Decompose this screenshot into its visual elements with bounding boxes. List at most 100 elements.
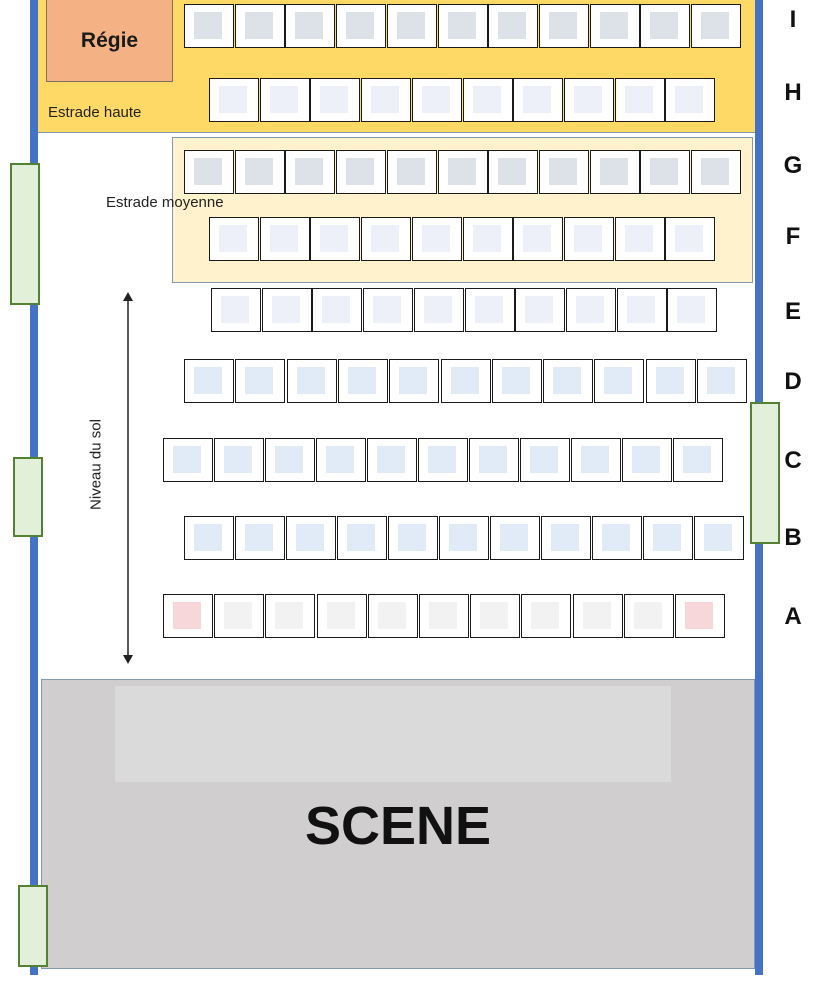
seat-b-2[interactable] xyxy=(235,516,285,560)
seat-b-7[interactable] xyxy=(490,516,540,560)
seat-d-7[interactable] xyxy=(492,359,542,403)
seat-g-4[interactable] xyxy=(336,150,386,194)
seat-a-9[interactable] xyxy=(573,594,623,638)
seat-a-5[interactable] xyxy=(368,594,418,638)
seat-i-10[interactable] xyxy=(640,4,690,48)
seat-i-4[interactable] xyxy=(336,4,386,48)
seat-e-1[interactable] xyxy=(211,288,261,332)
seat-c-11[interactable] xyxy=(673,438,723,482)
seat-b-6[interactable] xyxy=(439,516,489,560)
seat-f-6[interactable] xyxy=(463,217,513,261)
seat-d-2[interactable] xyxy=(235,359,285,403)
seat-cushion xyxy=(371,225,399,252)
seat-c-4[interactable] xyxy=(316,438,366,482)
seat-g-5[interactable] xyxy=(387,150,437,194)
seat-d-10[interactable] xyxy=(646,359,696,403)
seat-d-9[interactable] xyxy=(594,359,644,403)
seat-e-10[interactable] xyxy=(667,288,717,332)
seat-g-3[interactable] xyxy=(285,150,335,194)
seat-h-7[interactable] xyxy=(513,78,563,122)
seat-a-7[interactable] xyxy=(470,594,520,638)
seat-a-2[interactable] xyxy=(214,594,264,638)
seat-f-4[interactable] xyxy=(361,217,411,261)
seat-a-8[interactable] xyxy=(521,594,571,638)
seat-d-5[interactable] xyxy=(389,359,439,403)
seat-d-3[interactable] xyxy=(287,359,337,403)
seat-f-5[interactable] xyxy=(412,217,462,261)
seat-e-9[interactable] xyxy=(617,288,667,332)
seat-b-8[interactable] xyxy=(541,516,591,560)
seat-h-2[interactable] xyxy=(260,78,310,122)
seat-f-10[interactable] xyxy=(665,217,715,261)
seat-h-4[interactable] xyxy=(361,78,411,122)
seat-h-10[interactable] xyxy=(665,78,715,122)
seat-i-5[interactable] xyxy=(387,4,437,48)
seat-h-5[interactable] xyxy=(412,78,462,122)
seat-f-3[interactable] xyxy=(310,217,360,261)
seat-b-9[interactable] xyxy=(592,516,642,560)
seat-a-4[interactable] xyxy=(317,594,367,638)
seat-g-9[interactable] xyxy=(590,150,640,194)
seat-e-4[interactable] xyxy=(363,288,413,332)
seat-e-2[interactable] xyxy=(262,288,312,332)
seat-b-4[interactable] xyxy=(337,516,387,560)
seat-h-3[interactable] xyxy=(310,78,360,122)
seat-cushion xyxy=(398,524,426,551)
seat-g-7[interactable] xyxy=(488,150,538,194)
seat-f-7[interactable] xyxy=(513,217,563,261)
seat-e-8[interactable] xyxy=(566,288,616,332)
seat-i-7[interactable] xyxy=(488,4,538,48)
seat-a-3[interactable] xyxy=(265,594,315,638)
seat-f-9[interactable] xyxy=(615,217,665,261)
seat-c-2[interactable] xyxy=(214,438,264,482)
seat-b-5[interactable] xyxy=(388,516,438,560)
seat-a-10[interactable] xyxy=(624,594,674,638)
seat-i-1[interactable] xyxy=(184,4,234,48)
seat-g-10[interactable] xyxy=(640,150,690,194)
seat-a-1[interactable] xyxy=(163,594,213,638)
seat-g-8[interactable] xyxy=(539,150,589,194)
seat-i-9[interactable] xyxy=(590,4,640,48)
seat-d-11[interactable] xyxy=(697,359,747,403)
seat-h-8[interactable] xyxy=(564,78,614,122)
seat-e-5[interactable] xyxy=(414,288,464,332)
seat-c-7[interactable] xyxy=(469,438,519,482)
seat-f-8[interactable] xyxy=(564,217,614,261)
seat-a-6[interactable] xyxy=(419,594,469,638)
seat-b-10[interactable] xyxy=(643,516,693,560)
seat-h-9[interactable] xyxy=(615,78,665,122)
seat-c-9[interactable] xyxy=(571,438,621,482)
seat-c-3[interactable] xyxy=(265,438,315,482)
seat-g-2[interactable] xyxy=(235,150,285,194)
seat-cushion xyxy=(377,446,405,473)
seat-g-11[interactable] xyxy=(691,150,741,194)
seat-g-1[interactable] xyxy=(184,150,234,194)
seat-c-10[interactable] xyxy=(622,438,672,482)
seat-i-3[interactable] xyxy=(285,4,335,48)
seat-c-8[interactable] xyxy=(520,438,570,482)
seat-d-6[interactable] xyxy=(441,359,491,403)
seat-b-11[interactable] xyxy=(694,516,744,560)
seat-d-8[interactable] xyxy=(543,359,593,403)
seat-i-6[interactable] xyxy=(438,4,488,48)
seat-d-4[interactable] xyxy=(338,359,388,403)
seat-c-6[interactable] xyxy=(418,438,468,482)
seat-i-11[interactable] xyxy=(691,4,741,48)
seat-i-8[interactable] xyxy=(539,4,589,48)
seat-c-1[interactable] xyxy=(163,438,213,482)
seat-c-5[interactable] xyxy=(367,438,417,482)
seat-e-3[interactable] xyxy=(312,288,362,332)
seat-f-1[interactable] xyxy=(209,217,259,261)
seat-d-1[interactable] xyxy=(184,359,234,403)
seat-h-6[interactable] xyxy=(463,78,513,122)
seat-e-6[interactable] xyxy=(465,288,515,332)
seat-a-11[interactable] xyxy=(675,594,725,638)
row-label-f: F xyxy=(785,223,801,250)
seat-b-3[interactable] xyxy=(286,516,336,560)
seat-b-1[interactable] xyxy=(184,516,234,560)
seat-e-7[interactable] xyxy=(515,288,565,332)
seat-f-2[interactable] xyxy=(260,217,310,261)
seat-i-2[interactable] xyxy=(235,4,285,48)
seat-g-6[interactable] xyxy=(438,150,488,194)
seat-h-1[interactable] xyxy=(209,78,259,122)
